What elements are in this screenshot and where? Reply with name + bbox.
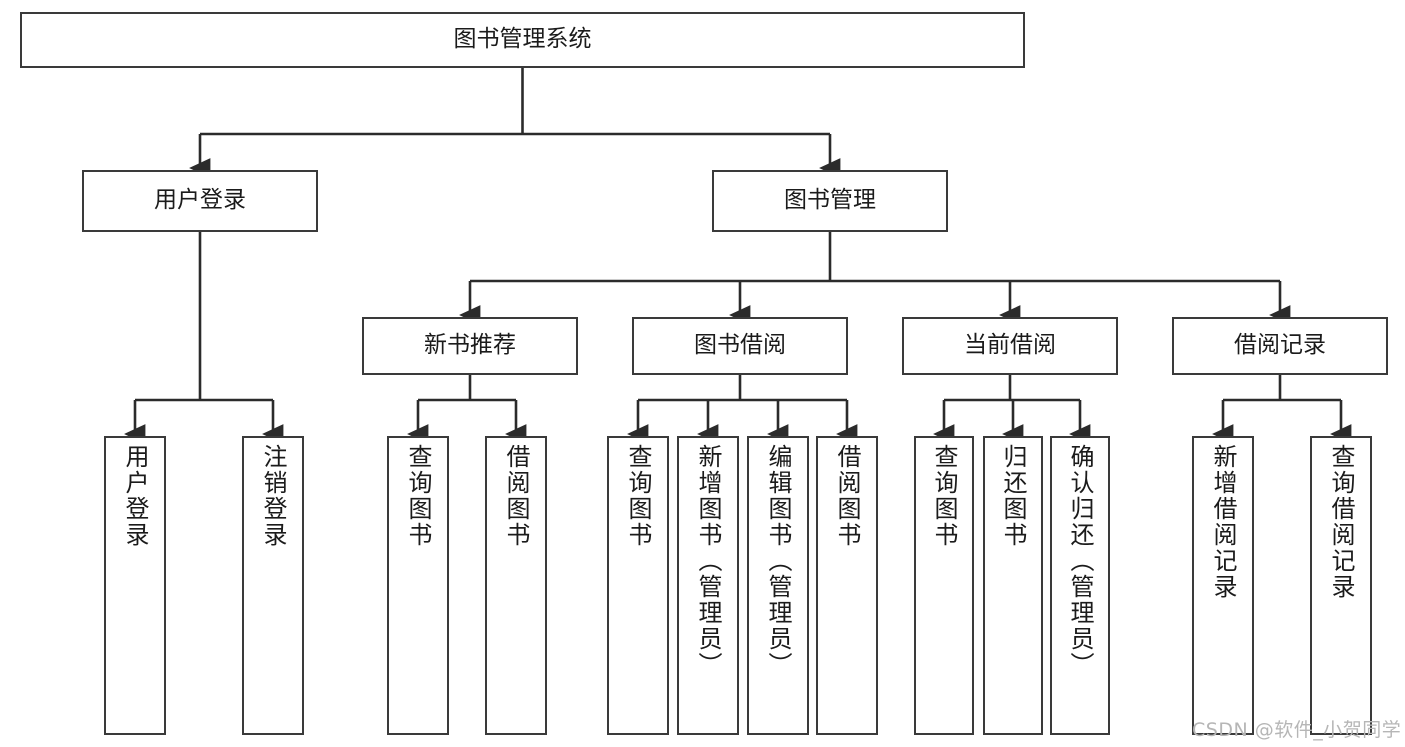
- node-l3_2: 注销登录: [242, 436, 304, 735]
- node-l3_1: 用户登录: [104, 436, 166, 735]
- node-label: 图书管理系统: [453, 26, 592, 53]
- node-label: 查询图书: [930, 444, 958, 548]
- node-label: 查询图书: [624, 444, 652, 548]
- node-label: 新增借阅记录: [1209, 444, 1237, 600]
- node-label: 归还图书: [999, 444, 1027, 548]
- node-l3_13: 查询借阅记录: [1310, 436, 1372, 735]
- node-l3_11: 确认归还（管理员）: [1050, 436, 1110, 735]
- node-l3_5: 查询图书: [607, 436, 669, 735]
- node-label: 借阅记录: [1234, 332, 1326, 359]
- node-l2b: 图书借阅: [632, 317, 848, 375]
- node-l1a: 用户登录: [82, 170, 318, 232]
- node-l2d: 借阅记录: [1172, 317, 1388, 375]
- node-label: 注销登录: [259, 444, 287, 548]
- node-label: 用户登录: [154, 187, 246, 214]
- node-root: 图书管理系统: [20, 12, 1025, 68]
- node-l2a: 新书推荐: [362, 317, 578, 375]
- node-l1b: 图书管理: [712, 170, 948, 232]
- node-label: 图书借阅: [694, 332, 786, 359]
- node-l3_6: 新增图书（管理员）: [677, 436, 739, 735]
- node-label: 图书管理: [784, 187, 876, 214]
- edge-group: [124, 68, 1352, 444]
- node-l3_12: 新增借阅记录: [1192, 436, 1254, 735]
- node-l3_8: 借阅图书: [816, 436, 878, 735]
- node-label: 查询借阅记录: [1327, 444, 1355, 600]
- node-label: 借阅图书: [502, 444, 530, 548]
- node-label: 新书推荐: [424, 332, 516, 359]
- node-label: 编辑图书（管理员）: [764, 444, 792, 678]
- node-label: 新增图书（管理员）: [694, 444, 722, 678]
- node-l3_3: 查询图书: [387, 436, 449, 735]
- node-label: 查询图书: [404, 444, 432, 548]
- node-l3_7: 编辑图书（管理员）: [747, 436, 809, 735]
- node-label: 当前借阅: [964, 332, 1056, 359]
- node-label: 确认归还（管理员）: [1066, 444, 1094, 678]
- node-l3_4: 借阅图书: [485, 436, 547, 735]
- watermark: CSDN @软件_小贺同学: [1192, 719, 1402, 741]
- node-label: 用户登录: [121, 444, 149, 548]
- node-l3_10: 归还图书: [983, 436, 1043, 735]
- node-l3_9: 查询图书: [914, 436, 974, 735]
- node-l2c: 当前借阅: [902, 317, 1118, 375]
- node-label: 借阅图书: [833, 444, 861, 548]
